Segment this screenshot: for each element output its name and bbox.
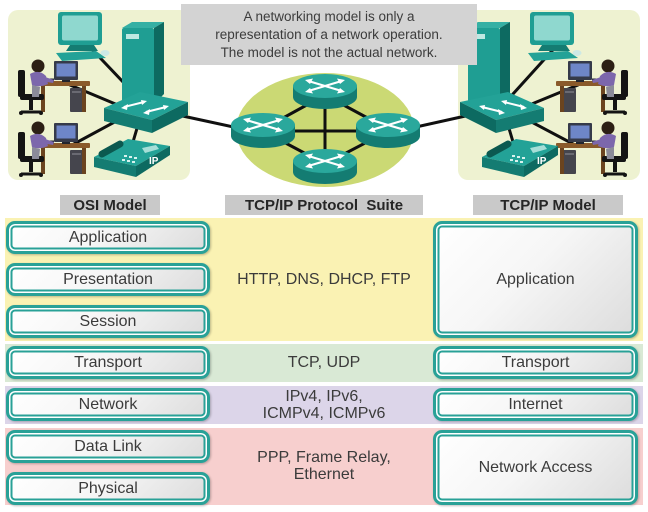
osi-layer-application: Application [6,221,210,254]
layer-label: Physical [78,479,138,497]
osi-layer-presentation: Presentation [6,263,210,296]
osi-model-header: OSI Model [60,195,160,215]
note-line: A networking model is only a [243,8,415,24]
osi-layer-data-link: Data Link [6,430,210,463]
protocols-application: HTTP, DNS, DHCP, FTP [237,271,411,288]
layer-label: Transport [74,353,142,371]
note-box: A networking model is only a representat… [181,4,477,65]
tcpip-layer-application: Application [433,221,638,338]
protocols-line: PPP, Frame Relay, [257,449,391,466]
layer-label: Application [68,228,148,246]
tcpip-model-header: TCP/IP Model [473,195,623,215]
layer-label: Data Link [74,437,142,455]
note-line: representation of a network operation. [215,26,443,42]
tcpip-protocol-suite-header: TCP/IP Protocol Suite [225,195,423,215]
router-icon [291,147,359,186]
server-icon [122,22,164,104]
router-icon [229,111,297,150]
osi-layer-session: Session [6,305,210,338]
tcpip-layer-internet: Internet [433,388,638,421]
protocols-transport: TCP, UDP [287,354,361,371]
protocols-line: IPv4, IPv6, [285,388,363,405]
layer-label: Network Access [478,458,593,476]
router-icon [354,111,422,150]
osi-layer-network: Network [6,388,210,421]
tcpip-layer-transport: Transport [433,346,638,379]
desktop-computer-icon [528,12,582,61]
osi-layer-physical: Physical [6,472,210,505]
router-icon [291,72,359,111]
protocols-line: ICMPv4, ICMPv6 [262,405,386,422]
desktop-computer-icon [56,12,110,61]
layer-label: Transport [501,353,570,371]
layer-label: Network [78,395,138,413]
layer-label: Presentation [63,270,153,288]
layer-label: Application [496,270,575,288]
tcpip-layer-network-access: Network Access [433,430,638,505]
protocols-line: Ethernet [293,466,355,483]
protocols-network-access: PPP, Frame Relay, Ethernet [214,449,434,483]
layer-label: Session [79,312,137,330]
network-topology: IP [8,10,640,187]
layer-label: Internet [508,395,563,413]
osi-layer-transport: Transport [6,346,210,379]
protocols-internet: IPv4, IPv6, ICMPv4, ICMPv6 [214,388,434,422]
note-line: The model is not the actual network. [220,44,438,60]
